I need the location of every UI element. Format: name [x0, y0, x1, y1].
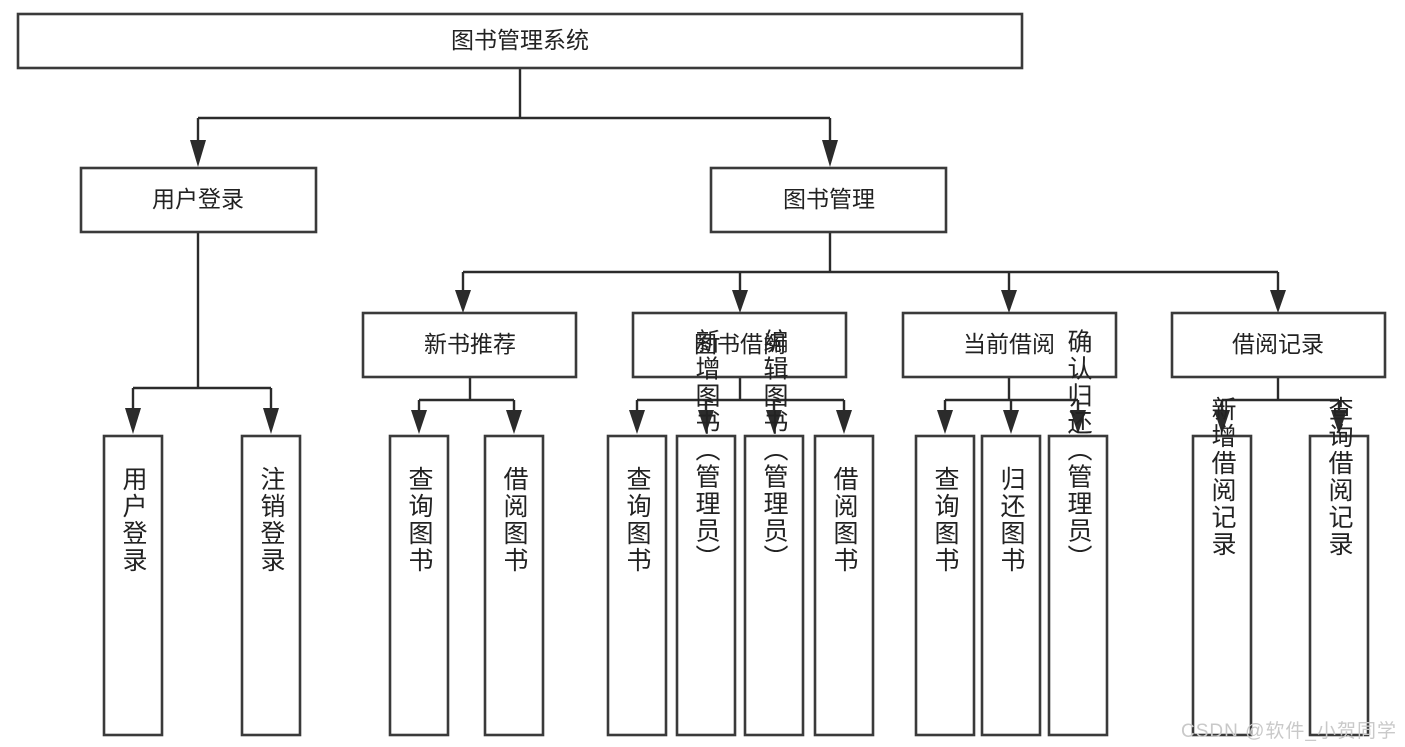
- leaf-current-borrow-1-box: [914, 434, 976, 737]
- node-root-box: [16, 12, 1024, 70]
- leaf-new-book-2-box: [483, 434, 545, 737]
- node-current-borrow-label: 当前借阅: [963, 331, 1055, 357]
- leaf-book-borrow-3-label: 编辑图书（管理员）: [760, 329, 789, 572]
- leaf-book-borrow-2-box: [675, 434, 737, 737]
- node-user-login[interactable]: 用户登录: [79, 166, 318, 234]
- arrow-current-borrow-leaf-2: [1003, 410, 1019, 434]
- arrow-book-borrow-leaf-3: [766, 410, 782, 434]
- connector-layer: [125, 68, 1347, 434]
- leaf-borrow-record-2[interactable]: 查询借阅记录: [1308, 396, 1370, 737]
- leaf-borrow-record-2-box: [1308, 434, 1370, 737]
- arrow-user-login-leaf-2: [263, 408, 279, 434]
- node-borrow-record-label: 借阅记录: [1232, 331, 1324, 357]
- node-current-borrow-box: [901, 311, 1118, 379]
- node-user-login-box: [79, 166, 318, 234]
- node-book-manage-label: 图书管理: [783, 186, 875, 212]
- leaf-current-borrow-1-label: 查询图书: [931, 466, 960, 574]
- node-book-borrow-box: [631, 311, 848, 379]
- leaf-new-book-2-label: 借阅图书: [500, 466, 529, 574]
- node-book-manage-box: [709, 166, 948, 234]
- leaf-current-borrow-3-box: [1047, 434, 1109, 737]
- leaf-user-login-1[interactable]: 用户登录: [102, 434, 164, 737]
- leaf-current-borrow-3-label: 确认归还（管理员）: [1064, 329, 1093, 572]
- node-current-borrow[interactable]: 当前借阅: [901, 311, 1118, 379]
- arrow-book-borrow-leaf-1: [629, 410, 645, 434]
- node-new-book-recommend-box: [361, 311, 578, 379]
- leaf-current-borrow-2[interactable]: 归还图书: [980, 434, 1042, 737]
- node-user-login-label: 用户登录: [152, 186, 244, 212]
- leaf-user-login-2[interactable]: 注销登录: [240, 434, 302, 737]
- arrow-book-borrow-leaf-4: [836, 410, 852, 434]
- leaf-user-login-2-label: 注销登录: [257, 466, 286, 574]
- arrow-book-borrow-leaf-2: [698, 410, 714, 434]
- leaf-new-book-1-box: [388, 434, 450, 737]
- node-book-manage[interactable]: 图书管理: [709, 166, 948, 234]
- leaf-new-book-1[interactable]: 查询图书: [388, 434, 450, 737]
- arrow-book-manage-to-current-borrow: [1001, 290, 1017, 313]
- arrow-book-manage-to-new-book: [455, 290, 471, 313]
- leaf-new-book-1-label: 查询图书: [405, 466, 434, 574]
- leaf-book-borrow-1-box: [606, 434, 668, 737]
- leaf-borrow-record-2-label: 查询借阅记录: [1325, 396, 1354, 558]
- arrow-user-login-leaf-1: [125, 408, 141, 434]
- arrow-new-book-leaf-1: [411, 410, 427, 434]
- leaf-borrow-record-1[interactable]: 新增借阅记录: [1191, 396, 1253, 737]
- arrow-book-manage-to-borrow-record: [1270, 290, 1286, 313]
- leaf-current-borrow-2-label: 归还图书: [997, 466, 1026, 574]
- arrow-borrow-record-leaf-2: [1331, 410, 1347, 434]
- arrow-book-manage-to-book-borrow: [732, 290, 748, 313]
- leaf-book-borrow-2-label: 新增图书（管理员）: [692, 329, 721, 572]
- leaf-current-borrow-3[interactable]: 确认归还（管理员）: [1047, 329, 1109, 737]
- node-root-label: 图书管理系统: [451, 27, 589, 53]
- leaf-current-borrow-2-box: [980, 434, 1042, 737]
- node-borrow-record[interactable]: 借阅记录: [1170, 311, 1387, 379]
- arrow-current-borrow-leaf-3: [1070, 410, 1086, 434]
- leaf-borrow-record-1-label: 新增借阅记录: [1208, 396, 1237, 558]
- node-book-borrow-label: 图书借阅: [694, 331, 786, 357]
- node-new-book-recommend[interactable]: 新书推荐: [361, 311, 578, 379]
- leaf-user-login-2-box: [240, 434, 302, 737]
- leaf-book-borrow-3[interactable]: 编辑图书（管理员）: [743, 329, 805, 737]
- leaf-book-borrow-3-box: [743, 434, 805, 737]
- node-new-book-recommend-label: 新书推荐: [424, 331, 516, 357]
- node-book-borrow[interactable]: 图书借阅: [631, 311, 848, 379]
- leaf-book-borrow-4-label: 借阅图书: [830, 466, 859, 574]
- leaf-book-borrow-1-label: 查询图书: [623, 466, 652, 574]
- arrow-new-book-leaf-2: [506, 410, 522, 434]
- leaf-borrow-record-1-box: [1191, 434, 1253, 737]
- arrow-borrow-record-leaf-1: [1214, 410, 1230, 434]
- arrow-root-to-book-manage: [822, 140, 838, 167]
- leaf-book-borrow-2[interactable]: 新增图书（管理员）: [675, 329, 737, 737]
- leaf-book-borrow-4-box: [813, 434, 875, 737]
- arrow-current-borrow-leaf-1: [937, 410, 953, 434]
- node-root-system[interactable]: 图书管理系统: [16, 12, 1024, 70]
- leaf-new-book-2[interactable]: 借阅图书: [483, 434, 545, 737]
- leaf-book-borrow-4[interactable]: 借阅图书: [813, 434, 875, 737]
- node-borrow-record-box: [1170, 311, 1387, 379]
- leaf-user-login-1-label: 用户登录: [119, 466, 148, 574]
- leaf-book-borrow-1[interactable]: 查询图书: [606, 434, 668, 737]
- arrow-root-to-user-login: [190, 140, 206, 167]
- leaf-current-borrow-1[interactable]: 查询图书: [914, 434, 976, 737]
- leaf-user-login-1-box: [102, 434, 164, 737]
